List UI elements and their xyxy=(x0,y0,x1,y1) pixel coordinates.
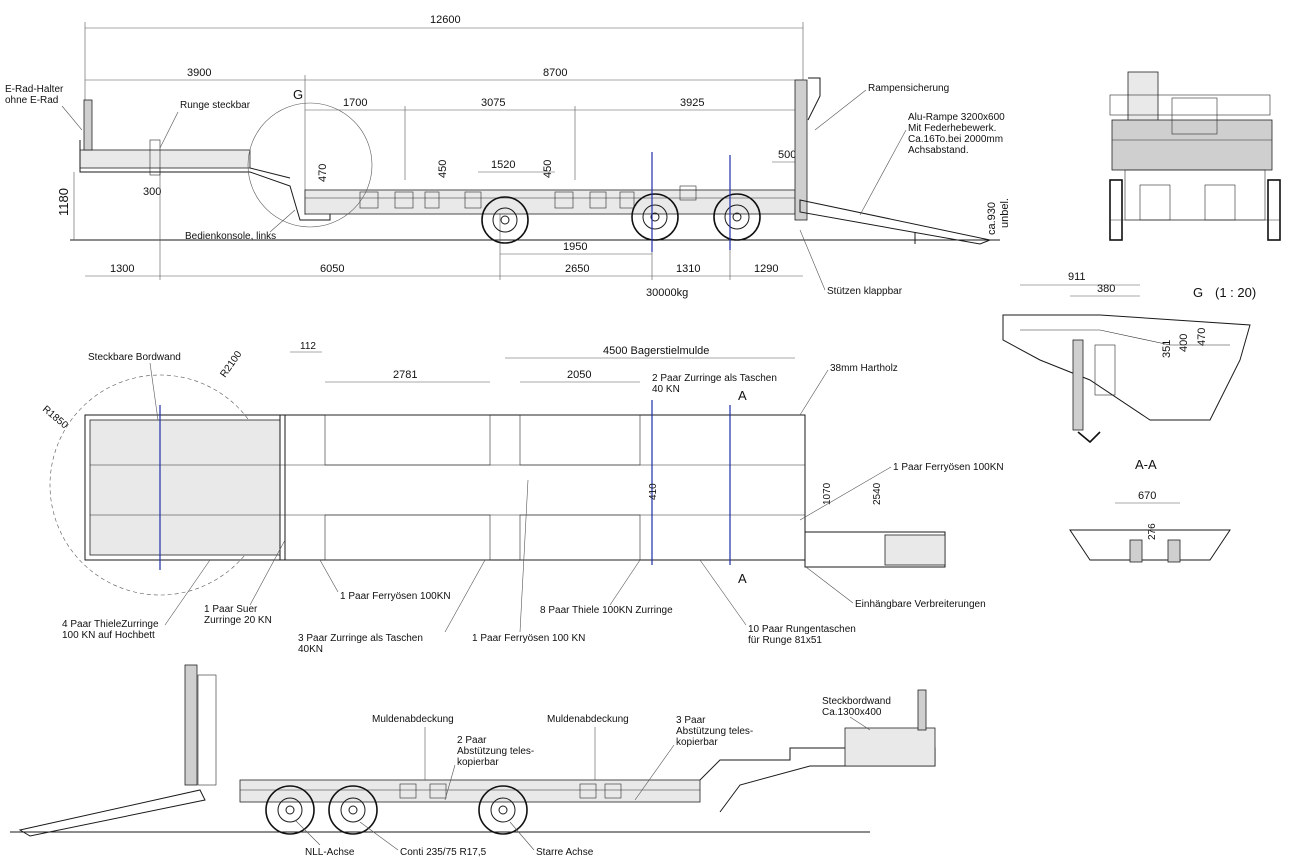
section-aa-title: A-A xyxy=(1135,457,1157,472)
dim-930-note: unbel. xyxy=(999,198,1011,228)
dim-1310: 1310 xyxy=(676,263,700,275)
detail-g: 911 380 G (1 : 20) 351 400 470 A-A 670 2… xyxy=(1002,271,1256,563)
section-dim-670: 670 xyxy=(1138,490,1156,502)
steck-label-2: Ca.1300x400 xyxy=(822,707,882,718)
alu-label-4: Achsabstand. xyxy=(908,145,969,156)
bottom-side-view: Muldenabdeckung Muldenabdeckung 2 Paar A… xyxy=(10,664,936,858)
dim-3925: 3925 xyxy=(680,97,704,109)
bottom-wheels xyxy=(265,785,528,835)
runge-label: Runge steckbar xyxy=(180,100,251,111)
side-wheels xyxy=(481,193,761,244)
dim-front: 3900 xyxy=(187,67,211,79)
dim-1290: 1290 xyxy=(754,263,778,275)
dim-1950: 1950 xyxy=(563,241,587,253)
suer-label-2: Zurringe 20 KN xyxy=(204,615,272,626)
top-r1850: R1850 xyxy=(40,404,70,432)
hartholz-label: 38mm Hartholz xyxy=(830,363,898,374)
detail-dim-470: 470 xyxy=(1196,328,1208,346)
detail-dim-911: 911 xyxy=(1068,271,1086,283)
dim-1700: 1700 xyxy=(343,97,367,109)
ferry3-label: 1 Paar Ferryösen 100 KN xyxy=(472,633,585,644)
top-dim-410: 410 xyxy=(648,483,659,500)
detail-dim-400: 400 xyxy=(1178,334,1190,352)
load-label: 30000kg xyxy=(646,287,688,299)
bedien-label: Bedienkonsole, links xyxy=(185,231,276,242)
detail-g-marker: G xyxy=(293,87,303,102)
dim-500: 500 xyxy=(778,149,796,161)
ferry2-label: 1 Paar Ferryösen 100KN xyxy=(340,591,451,602)
abst2-label-1: 2 Paar xyxy=(457,735,487,746)
thiele-label-1: 4 Paar ThieleZurringe xyxy=(62,619,159,630)
thiele-label-2: 100 KN auf Hochbett xyxy=(62,630,155,641)
mulde-label-1: Muldenabdeckung xyxy=(372,714,454,725)
detail-dim-351: 351 xyxy=(1161,340,1173,358)
alu-label-1: Alu-Rampe 3200x600 xyxy=(908,112,1005,123)
ferry1-label: 1 Paar Ferryösen 100KN xyxy=(893,462,1004,473)
dim-1520: 1520 xyxy=(491,159,515,171)
alu-label-3: Ca.16To.bei 2000mm xyxy=(908,134,1003,145)
mulde-label-2: Muldenabdeckung xyxy=(547,714,629,725)
section-dim-276: 276 xyxy=(1147,523,1158,540)
section-marker-a-top: A xyxy=(738,388,747,403)
side-view: 12600 3900 8700 1700 3075 3925 1520 500 … xyxy=(5,14,1011,299)
zurr3-label-1: 3 Paar Zurringe als Taschen xyxy=(298,633,423,644)
top-r2100: R2100 xyxy=(218,349,244,380)
front-view xyxy=(1109,71,1281,241)
bordwand-label: Steckbare Bordwand xyxy=(88,352,181,363)
top-dim-2540: 2540 xyxy=(872,482,883,505)
top-dim-2050: 2050 xyxy=(567,369,591,381)
abst2-label-3: kopierbar xyxy=(457,757,499,768)
abst3-label-1: 3 Paar xyxy=(676,715,706,726)
erad-label-1: E-Rad-Halter xyxy=(5,84,64,95)
erad-label-2: ohne E-Rad xyxy=(5,95,58,106)
detail-dim-380: 380 xyxy=(1097,283,1115,295)
dim-450b: 450 xyxy=(542,160,554,178)
thiele8-label: 8 Paar Thiele 100KN Zurringe xyxy=(540,605,673,616)
dim-1180: 1180 xyxy=(56,188,71,216)
stuetzen-label: Stützen klappbar xyxy=(827,286,903,297)
dim-300: 300 xyxy=(143,186,161,198)
abst2-label-2: Abstützung teles- xyxy=(457,746,534,757)
dim-rear: 8700 xyxy=(543,67,567,79)
starre-label: Starre Achse xyxy=(536,847,594,858)
detail-scale: (1 : 20) xyxy=(1215,285,1256,300)
alu-label-2: Mit Federhebewerk. xyxy=(908,123,996,134)
zurr3-label-2: 40KN xyxy=(298,644,323,655)
abst3-label-2: Abstützung teles- xyxy=(676,726,753,737)
dim-930: ca.930 xyxy=(986,202,998,235)
top-view: 112 2781 2050 4500 Bagerstielmulde 1070 … xyxy=(40,341,1004,655)
steck-label-1: Steckbordwand xyxy=(822,696,891,707)
section-marker-a-bottom: A xyxy=(738,571,747,586)
dim-470: 470 xyxy=(317,164,329,182)
nll-label: NLL-Achse xyxy=(305,847,355,858)
dim-6050: 6050 xyxy=(320,263,344,275)
top-dim-2781: 2781 xyxy=(393,369,417,381)
dim-1300: 1300 xyxy=(110,263,134,275)
rungen-label-1: 10 Paar Rungentaschen xyxy=(748,624,856,635)
zurr2-label-1: 2 Paar Zurringe als Taschen xyxy=(652,373,777,384)
verbreiterung-label: Einhängbare Verbreiterungen xyxy=(855,599,986,610)
rungen-label-2: für Runge 81x51 xyxy=(748,635,822,646)
dim-3075: 3075 xyxy=(481,97,505,109)
suer-label-1: 1 Paar Suer xyxy=(204,604,258,615)
detail-title: G xyxy=(1193,285,1203,300)
top-dim-112: 112 xyxy=(300,341,316,352)
top-dim-mulde: 4500 Bagerstielmulde xyxy=(603,345,709,357)
conti-label: Conti 235/75 R17,5 xyxy=(400,847,487,858)
dim-total: 12600 xyxy=(430,14,461,26)
abst3-label-3: kopierbar xyxy=(676,737,718,748)
rampensicherung-label: Rampensicherung xyxy=(868,83,949,94)
zurr2-label-2: 40 KN xyxy=(652,384,680,395)
dim-450a: 450 xyxy=(437,160,449,178)
top-dim-1070: 1070 xyxy=(822,482,833,505)
dim-2650: 2650 xyxy=(565,263,589,275)
